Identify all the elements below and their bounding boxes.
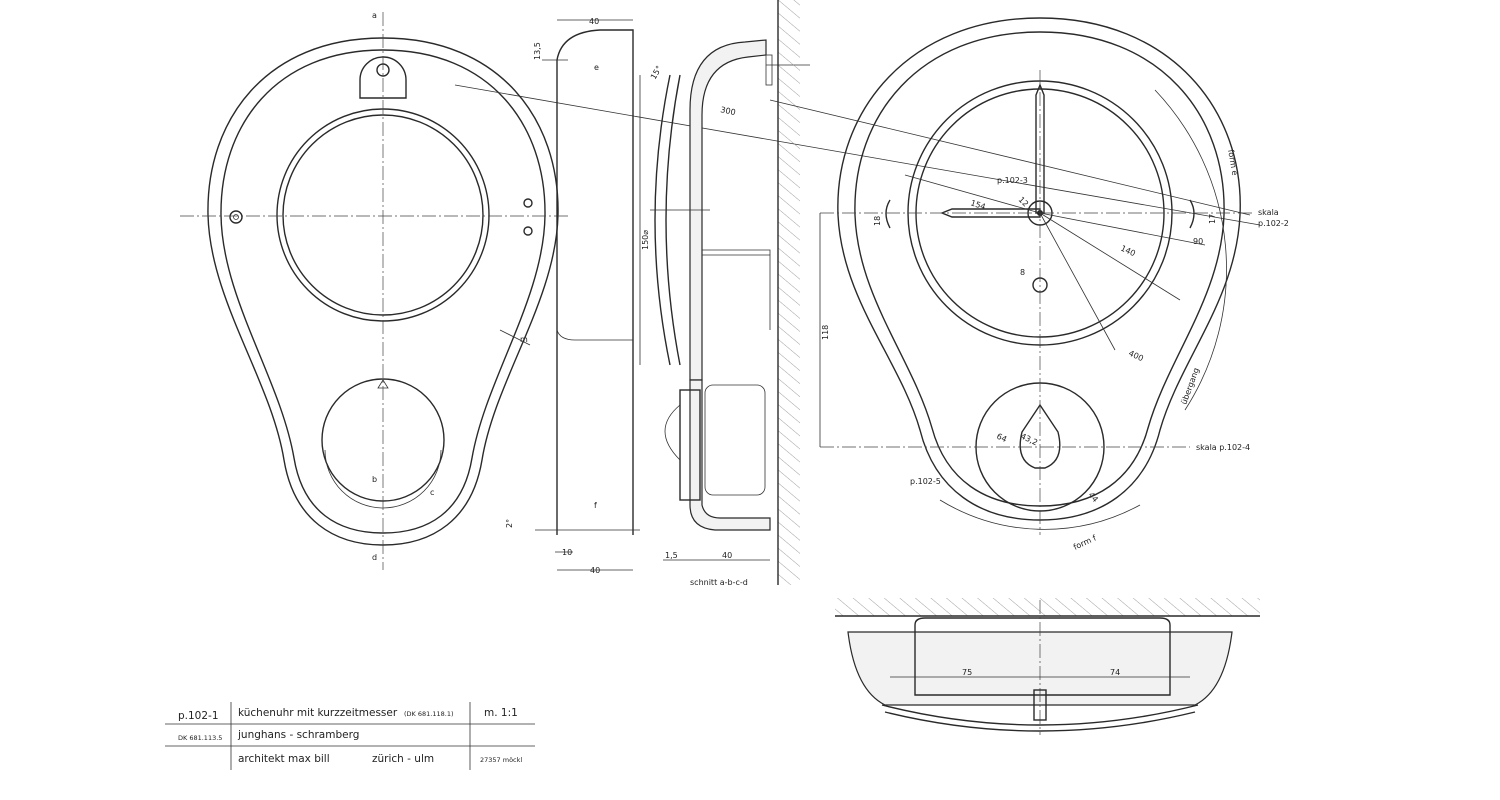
wall-hatch xyxy=(778,0,800,585)
drawing-number: 27357 möckl xyxy=(480,756,522,764)
transition-label: übergang xyxy=(1179,367,1201,406)
dim-90: 90 xyxy=(1193,237,1203,246)
dim-angle: 15° xyxy=(649,64,664,81)
label-c: c xyxy=(430,488,434,497)
dim-1-5: 1,5 xyxy=(665,551,678,560)
title-reference: (DK 681.118.1) xyxy=(404,710,454,718)
side-profile xyxy=(535,19,640,571)
section-view xyxy=(639,39,810,561)
dim-8: 8 xyxy=(1020,268,1025,277)
dim-154: 154 xyxy=(969,198,986,211)
dim-43-2: 43,2 xyxy=(1019,432,1039,448)
dim-12: 12 xyxy=(1017,195,1031,209)
dim-150-diameter: 150⌀ xyxy=(641,230,650,250)
scale: m. 1:1 xyxy=(484,707,518,719)
dim-bottom-40: 40 xyxy=(590,566,600,575)
scale-reference-1: skala xyxy=(1258,208,1279,217)
scale-reference-1b: p.102-2 xyxy=(1258,219,1289,228)
form-e-label: form e xyxy=(1226,149,1239,176)
scale-reference-2: skala p.102-4 xyxy=(1196,443,1250,452)
architect: architekt max bill xyxy=(238,753,330,765)
dim-10: 10 xyxy=(562,548,572,557)
label-f: f xyxy=(594,501,597,510)
dim-64: 64 xyxy=(995,432,1008,444)
dim-75: 75 xyxy=(962,668,972,677)
dim-118: 118 xyxy=(821,325,830,340)
dim-400: 400 xyxy=(1127,349,1145,364)
title-block-frame xyxy=(165,702,535,770)
label-m: m xyxy=(520,335,528,344)
front-view xyxy=(180,12,1261,570)
label-e: e xyxy=(594,63,599,72)
dim-13-5: 13,5 xyxy=(533,42,542,60)
dim-18: 18 xyxy=(873,216,882,226)
label-b: b xyxy=(372,475,377,484)
dim-140: 140 xyxy=(1119,244,1137,259)
section-mark-d: d xyxy=(372,553,377,562)
section-mark-a: a xyxy=(372,11,377,20)
location: zürich - ulm xyxy=(372,753,434,765)
dim-74: 74 xyxy=(1110,668,1120,677)
drawing-title: küchenuhr mit kurzzeitmesser xyxy=(238,707,398,719)
dim-44: 44 xyxy=(1086,491,1099,505)
dim-top-40: 40 xyxy=(589,17,599,26)
dim-17: 17 xyxy=(1208,214,1217,224)
timer-reference: p.102-5 xyxy=(910,477,941,486)
title-block: p.102-1 küchenuhr mit kurzzeitmesser (DK… xyxy=(178,707,522,765)
bottom-view xyxy=(835,598,1260,735)
code: DK 681.113.5 xyxy=(178,734,222,742)
section-caption: schnitt a-b-c-d xyxy=(690,578,748,587)
sheet-number: p.102-1 xyxy=(178,710,219,722)
dim-2-degrees: 2° xyxy=(505,519,514,528)
dim-section-40: 40 xyxy=(722,551,732,560)
hand-reference: p.102-3 xyxy=(997,176,1028,185)
dim-300: 300 xyxy=(720,105,737,117)
manufacturer: junghans - schramberg xyxy=(237,729,359,741)
right-view xyxy=(769,17,1255,535)
form-f-label: form f xyxy=(1072,533,1098,551)
